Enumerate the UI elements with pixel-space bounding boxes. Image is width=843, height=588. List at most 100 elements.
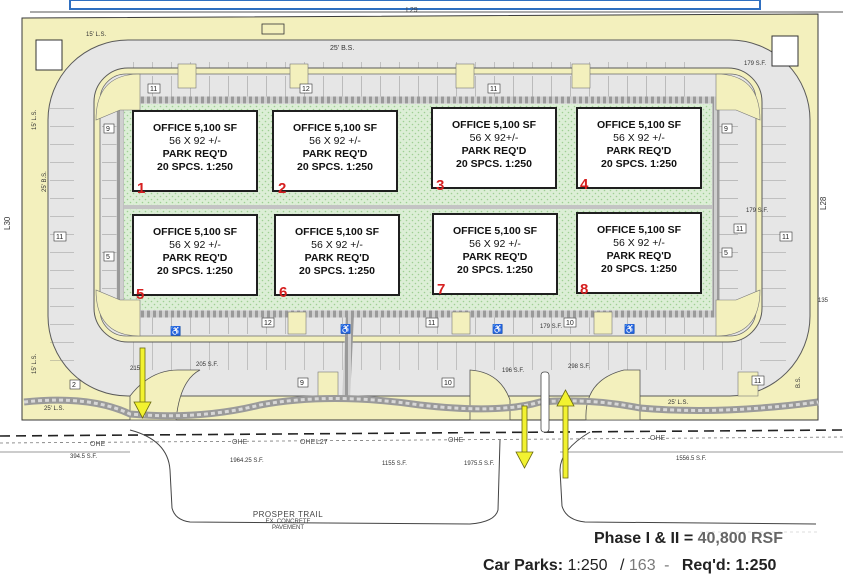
car-parks-label: Car Parks: bbox=[483, 557, 564, 574]
svg-text:11: 11 bbox=[56, 234, 63, 241]
building-number-1: 1 bbox=[137, 180, 146, 197]
island-top-1 bbox=[177, 63, 197, 89]
line-label-right: L28 bbox=[819, 196, 828, 210]
stall-count-outer-bottom-right: 11 bbox=[751, 375, 765, 386]
dumpster-enclosure-east bbox=[771, 35, 799, 67]
area-label-1964: 1964.25 S.F. bbox=[230, 458, 264, 464]
building-number-8: 8 bbox=[580, 281, 589, 298]
parking-column-inner-right bbox=[716, 110, 738, 300]
building-spaces: 20 SPCS. 1:250 bbox=[157, 265, 233, 277]
drive-median bbox=[540, 371, 550, 433]
svg-text:5: 5 bbox=[724, 250, 728, 257]
entry-arrow-mid bbox=[515, 405, 534, 469]
left-setback-label: 25' B.S. bbox=[42, 171, 48, 192]
building-park-label: PARK REQ'D bbox=[461, 145, 527, 157]
building-title: OFFICE 5,100 SF bbox=[452, 225, 538, 237]
car-parks-ratio: 1:250 bbox=[567, 557, 608, 574]
island-se bbox=[715, 289, 761, 337]
area-label-179-mid: 179 S.F. bbox=[540, 324, 562, 330]
stall-count-outer-bottom-mid-2: 10 bbox=[441, 377, 455, 388]
svg-text:10: 10 bbox=[566, 320, 574, 327]
street-curb-east bbox=[559, 431, 817, 525]
stall-count-top-mid: 12 bbox=[299, 83, 313, 94]
accessible-parking-icon-2: ♿ bbox=[492, 323, 503, 334]
adjacent-lot-boundary bbox=[69, 0, 761, 10]
building-park-label: PARK REQ'D bbox=[162, 148, 228, 160]
building-number-2: 2 bbox=[278, 180, 287, 197]
building-number-6: 6 bbox=[279, 284, 288, 301]
stall-count-right-bottom: 5 bbox=[721, 247, 733, 258]
stall-count-left-mid: 11 bbox=[53, 231, 67, 242]
building-spaces: 20 SPCS. 1:250 bbox=[157, 161, 233, 173]
island-outer-bottom-1 bbox=[317, 371, 339, 397]
parking-column-right bbox=[760, 95, 786, 365]
area-label-394: 394.5 S.F. bbox=[70, 454, 97, 460]
area-label-179-right: 179 S.F. bbox=[746, 208, 768, 214]
svg-text:2: 2 bbox=[72, 382, 76, 389]
overhead-electric-line bbox=[0, 436, 843, 444]
building-number-7: 7 bbox=[437, 281, 446, 298]
building-size: 56 X 92 +/- bbox=[311, 239, 363, 251]
area-label-205: 205 S.F. bbox=[196, 362, 218, 368]
building-park-label: PARK REQ'D bbox=[162, 252, 228, 264]
building-title: OFFICE 5,100 SF bbox=[152, 226, 238, 238]
street-name: PROSPER TRAIL bbox=[252, 510, 324, 519]
left-landscape-label-bottom: 15' L.S. bbox=[32, 354, 38, 374]
transformer-pad bbox=[261, 23, 285, 35]
south-walkway bbox=[342, 313, 354, 401]
area-label-135: 135 bbox=[818, 298, 829, 304]
stall-count-outer-bottom-mid-1: 9 bbox=[297, 377, 309, 388]
area-label-1556: 1556.5 S.F. bbox=[676, 456, 707, 462]
right-setback-label: B.S. bbox=[796, 376, 802, 388]
street-subtitle-2: PAVEMENT bbox=[271, 525, 305, 531]
island-bottom-3 bbox=[593, 311, 613, 335]
building-title: OFFICE 5,100 SF bbox=[292, 122, 378, 134]
stall-count-center-right: 11 bbox=[733, 223, 747, 234]
ohe-label-3: OHE bbox=[300, 439, 316, 446]
svg-text:11: 11 bbox=[754, 378, 761, 385]
phase-value: 40,800 RSF bbox=[697, 530, 783, 547]
exit-arrow-east bbox=[556, 389, 575, 479]
line-label-bottom: L27 bbox=[316, 439, 328, 446]
area-label-298: 298 S.F. bbox=[568, 364, 590, 370]
building-spaces: 20 SPCS. 1:250 bbox=[297, 161, 373, 173]
island-top-2 bbox=[289, 63, 309, 89]
accessible-parking-icon-4: ♿ bbox=[170, 325, 181, 336]
building-title: OFFICE 5,100 SF bbox=[596, 119, 682, 131]
island-ne bbox=[715, 73, 761, 121]
svg-text:9: 9 bbox=[724, 126, 728, 133]
area-label-1155: 1155 S.F. bbox=[382, 461, 407, 467]
ohe-label-1: OHE bbox=[90, 441, 106, 448]
property-line-bottom bbox=[0, 429, 843, 437]
accessible-parking-icon-3: ♿ bbox=[624, 323, 635, 334]
building-size: 56 X 92 +/- bbox=[169, 239, 221, 251]
stall-count-top-left: 11 bbox=[147, 83, 161, 94]
sidewalk-perimeter bbox=[116, 96, 720, 318]
building-title: OFFICE 5,100 SF bbox=[596, 224, 682, 236]
building-size: 56 X 92+/- bbox=[469, 132, 519, 144]
building-spaces: 20 SPCS. 1:250 bbox=[299, 265, 375, 277]
car-parks-dash: - bbox=[664, 557, 670, 574]
area-label-1975: 1975.5 S.F. bbox=[464, 461, 495, 467]
stall-count-inner-bottom-left: 12 bbox=[261, 317, 275, 328]
parking-column-left bbox=[50, 95, 74, 365]
left-landscape-label-bottom-2: 25' L.S. bbox=[44, 406, 64, 412]
svg-text:11: 11 bbox=[150, 86, 157, 93]
landscape-setback-label-top: 15' L.S. bbox=[86, 32, 106, 38]
island-top-4 bbox=[571, 63, 591, 89]
building-size: 56 X 92 +/- bbox=[309, 135, 361, 147]
svg-text:11: 11 bbox=[490, 86, 497, 93]
line-label-top: L29 bbox=[406, 7, 418, 14]
stall-count-inner-bottom-mid: 11 bbox=[425, 317, 439, 328]
area-label-215: 215 bbox=[130, 366, 141, 372]
svg-text:10: 10 bbox=[444, 380, 452, 387]
